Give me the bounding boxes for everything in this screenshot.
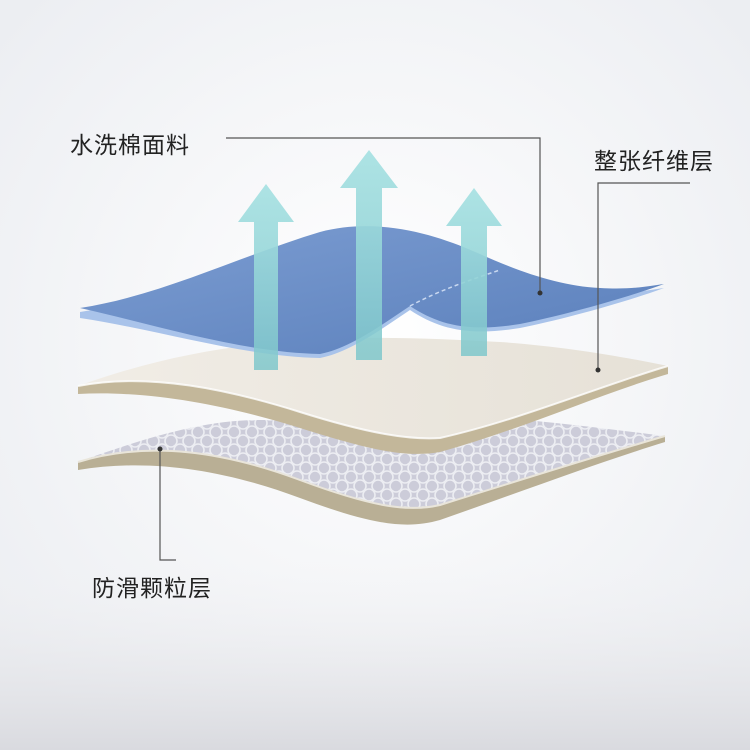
leader-dot-fiber [596,368,601,373]
label-antislip-layer: 防滑颗粒层 [92,569,212,603]
label-fiber-layer: 整张纤维层 [594,142,714,176]
leader-dot-antislip [158,447,163,452]
label-washed-cotton: 水洗棉面料 [70,126,190,160]
leader-dot-cotton [538,291,543,296]
